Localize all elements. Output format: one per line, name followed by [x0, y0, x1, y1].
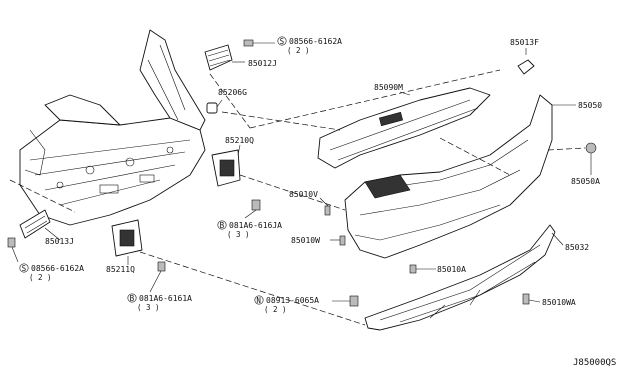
callout-85090M: 85090M: [374, 83, 403, 92]
fastener-qty: ( 2 ): [29, 273, 52, 282]
leader-lines: [44, 48, 592, 303]
callout-85032: 85032: [565, 243, 589, 252]
clip-85206G: [206, 102, 218, 114]
fastener-qty: ( 2 ): [264, 305, 287, 314]
diffuser-85032: [364, 224, 556, 331]
pad-85013F: [517, 59, 535, 75]
callout-85050A: 85050A: [571, 177, 600, 186]
fastener-code: 081A6-6161A: [139, 294, 192, 303]
screw-top-icon: [243, 39, 275, 47]
callout-85210Q: 85210Q: [225, 136, 254, 145]
fastener-symbol: B: [220, 221, 225, 230]
fastener-screw-left: S 08566-6162A ( 2 ): [19, 263, 84, 282]
callout-85010WA: 85010WA: [542, 298, 576, 307]
fastener-bolt-right: B 081A6-616JA ( 3 ): [217, 220, 282, 239]
callout-85206G: 85206G: [218, 88, 247, 97]
bracket-85211Q: [111, 219, 143, 257]
fastener-code: 08566-6162A: [289, 37, 342, 46]
bolt-right-icon: [244, 199, 261, 219]
fastener-symbol: B: [130, 294, 135, 303]
diagram-code: J85000QS: [573, 358, 616, 368]
bracket-85012J: [204, 44, 233, 71]
nut-bottom-icon: [349, 295, 359, 307]
callout-85012J: 85012J: [248, 59, 277, 68]
bolt-bottom-icon: [149, 261, 166, 293]
fastener-nut-bottom: N 08913-6065A ( 2 ): [254, 295, 319, 314]
fastener-qty: ( 2 ): [287, 46, 310, 55]
callout-85211Q: 85211Q: [106, 265, 135, 274]
callout-85013F: 85013F: [510, 38, 539, 47]
callout-85010A: 85010A: [437, 265, 466, 274]
screw-left-icon: [7, 237, 19, 263]
callout-85013J: 85013J: [45, 237, 74, 246]
fastener-qty: ( 3 ): [137, 303, 160, 312]
rear-body-panel: [19, 29, 206, 226]
bracket-85013J: [19, 209, 51, 239]
callout-85010V: 85010V: [289, 190, 318, 199]
callout-85050: 85050: [578, 101, 602, 110]
fastener-symbol: S: [280, 37, 285, 46]
bumper-fascia-85050: [344, 94, 553, 259]
fastener-symbol: S: [22, 264, 27, 273]
fastener-qty: ( 3 ): [227, 230, 250, 239]
fastener-code: 081A6-616JA: [229, 221, 282, 230]
bracket-85210Q: [211, 149, 241, 187]
fastener-code: 08566-6162A: [31, 264, 84, 273]
clip-85010V: [324, 205, 331, 216]
fastener-symbol: N: [256, 296, 261, 305]
clip-85010W: [339, 235, 346, 246]
fastener-screw-top: S 08566-6162A ( 2 ): [277, 36, 342, 55]
callout-85010W: 85010W: [291, 236, 320, 245]
clip-85010A: [409, 264, 417, 274]
assembly-lines: [9, 69, 586, 326]
fastener-bolt-bottom: B 081A6-6161A ( 3 ): [127, 293, 192, 312]
fastener-code: 08913-6065A: [266, 296, 319, 305]
energy-absorber-85090M: [317, 87, 491, 169]
clip-85050A: [585, 142, 597, 154]
callout-labels: 85012J 85206G 85210Q 85013J 85211Q 85013…: [45, 38, 602, 307]
clip-85010WA: [522, 293, 530, 305]
